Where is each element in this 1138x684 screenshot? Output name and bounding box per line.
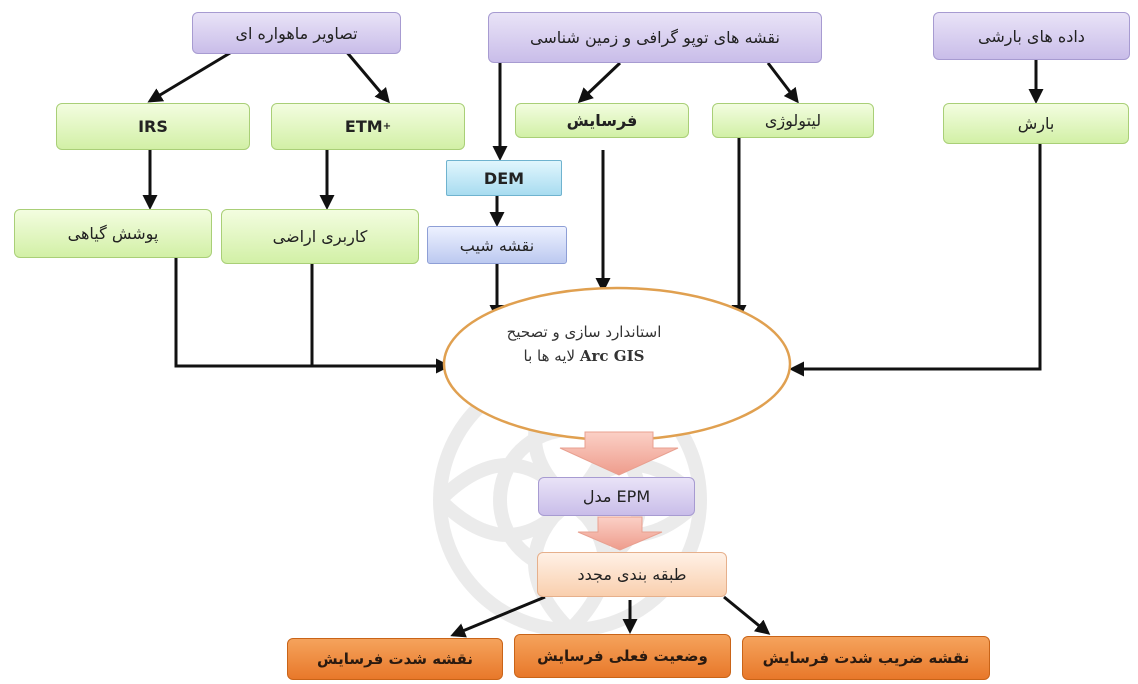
arrow-topo-erosion <box>577 61 622 104</box>
node-rainfall: بارش <box>943 103 1129 144</box>
arrow-satellite-etm <box>343 49 390 104</box>
node-vegetation-cover: پوشش گیاهی <box>14 209 212 258</box>
node-erosion-intensity-map: نقشه شدت فرسایش <box>287 638 503 680</box>
big-arrow-to-epm <box>559 431 679 476</box>
arrow-topo-lithology <box>766 62 799 104</box>
node-lithology: لیتولوژی <box>712 103 874 138</box>
node-etm: ETM+ <box>271 103 465 150</box>
node-dem: DEM <box>446 160 562 196</box>
node-satellite-images: تصاویر ماهواره ای <box>192 12 401 54</box>
arrow-reclass-out3 <box>723 595 771 635</box>
big-arrow-to-reclass <box>577 516 663 551</box>
node-current-erosion-status: وضعیت فعلی فرسایش <box>514 634 731 678</box>
arrow-rain-ellipse <box>789 144 1042 377</box>
node-topo-geology-maps: نقشه های توپو گرافی و زمین شناسی <box>488 12 822 63</box>
arrow-reclass-out1 <box>450 595 546 638</box>
node-land-use: کاربری اراضی <box>221 209 419 264</box>
node-rainfall-data: داده های بارشی <box>933 12 1130 60</box>
arrow-satellite-irs <box>147 48 236 103</box>
arrow-vegetation-ellipse <box>174 258 451 374</box>
node-slope-map: نقشه شیب <box>427 226 567 264</box>
node-epm-model: مدل EPM <box>538 477 695 516</box>
node-erosion: فرسایش <box>515 103 689 138</box>
node-reclassification: طبقه بندی مجدد <box>537 552 727 597</box>
standardize-label: استاندارد سازی و تصحیح لایه ها با Arc GI… <box>506 323 662 365</box>
node-irs: IRS <box>56 103 250 150</box>
node-erosion-coefficient-map: نقشه ضریب شدت فرسایش <box>742 636 990 680</box>
